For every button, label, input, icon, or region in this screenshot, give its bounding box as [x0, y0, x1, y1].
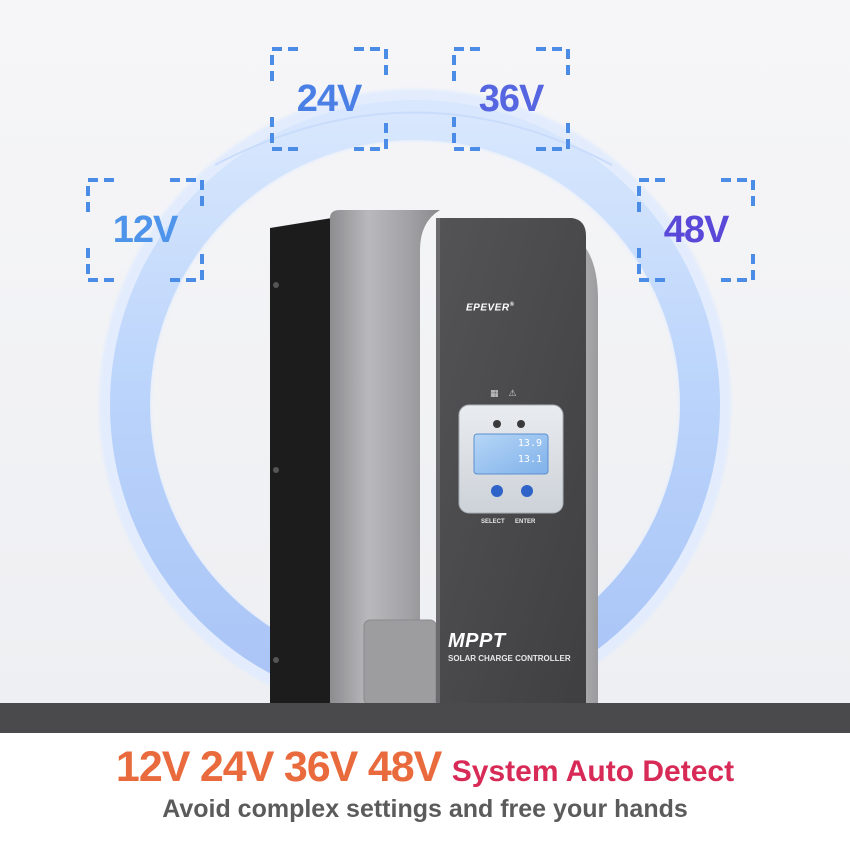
lcd-bottom-value: 13.1 — [517, 454, 542, 465]
headline-voltage-24v: 24V — [199, 743, 275, 791]
dashed-corner-frame — [86, 178, 204, 282]
voltage-label-48v: 48V — [663, 208, 730, 251]
voltage-box-12v: 12V — [86, 178, 204, 282]
headline: 12V 24V 36V 48V System Auto Detect — [0, 743, 850, 792]
status-icons: ▦ ⚠ — [490, 388, 517, 399]
product-subtitle: SOLAR CHARGE CONTROLLER — [448, 654, 571, 663]
voltage-label-12v: 12V — [112, 208, 179, 251]
voltage-label-24v: 24V — [296, 77, 363, 120]
charge-controller-device — [270, 210, 598, 705]
registered-mark: ® — [509, 302, 515, 308]
dashed-corner-frame — [452, 47, 570, 151]
voltage-box-24v: 24V — [270, 47, 388, 151]
headline-voltage-36v: 36V — [283, 743, 359, 791]
headline-voltage-12v: 12V — [115, 743, 191, 791]
dashed-corner-frame — [637, 178, 755, 282]
brand-logo: EPEVER® — [466, 302, 515, 313]
brand-name: EPEVER — [466, 302, 510, 314]
enter-label: ENTER — [515, 519, 536, 525]
subtitle: Avoid complex settings and free your han… — [162, 795, 688, 823]
product-title: MPPT — [448, 630, 506, 652]
product-scene: 12V 24V 36V 48V — [0, 0, 850, 705]
divider-bar — [0, 703, 850, 733]
dashed-corner-frame — [270, 47, 388, 151]
lcd-readout: 13.9 13.1 — [476, 436, 546, 472]
voltage-box-36v: 36V — [452, 47, 570, 151]
headline-suffix: System Auto Detect — [451, 755, 735, 788]
headline-voltage-48v: 48V — [367, 743, 443, 791]
caption-panel: 12V 24V 36V 48V System Auto Detect Avoid… — [0, 733, 850, 850]
warning-icon: ⚠ — [508, 388, 517, 398]
select-label: SELECT — [481, 519, 505, 525]
lcd-top-value: 13.9 — [517, 438, 542, 449]
voltage-label-36v: 36V — [478, 77, 545, 120]
solar-panel-icon: ▦ — [490, 388, 499, 398]
voltage-box-48v: 48V — [637, 178, 755, 282]
